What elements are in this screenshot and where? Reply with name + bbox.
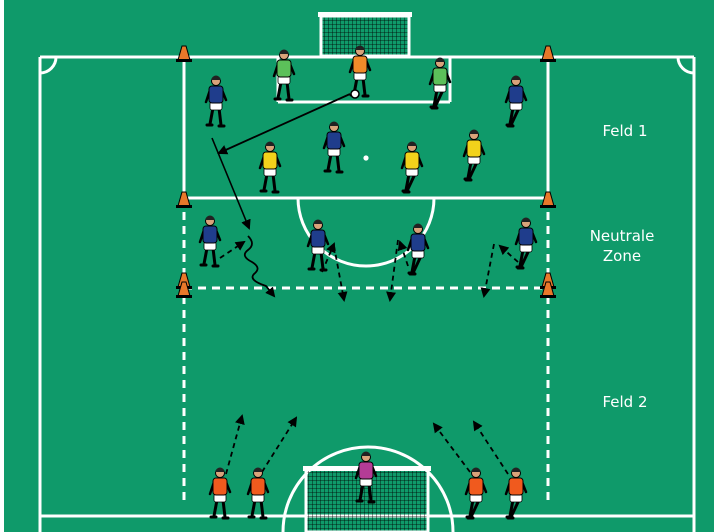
ball-icon bbox=[351, 90, 359, 98]
label-neutral-line-2: Zone bbox=[572, 246, 672, 266]
label-neutral-zone: Neutrale Zone bbox=[572, 226, 672, 266]
penalty-spot bbox=[363, 155, 368, 160]
label-field-2: Feld 2 bbox=[590, 392, 660, 412]
label-neutral-line-1: Neutrale bbox=[572, 226, 672, 246]
goal-icon bbox=[318, 12, 412, 56]
label-field-1: Feld 1 bbox=[590, 121, 660, 141]
